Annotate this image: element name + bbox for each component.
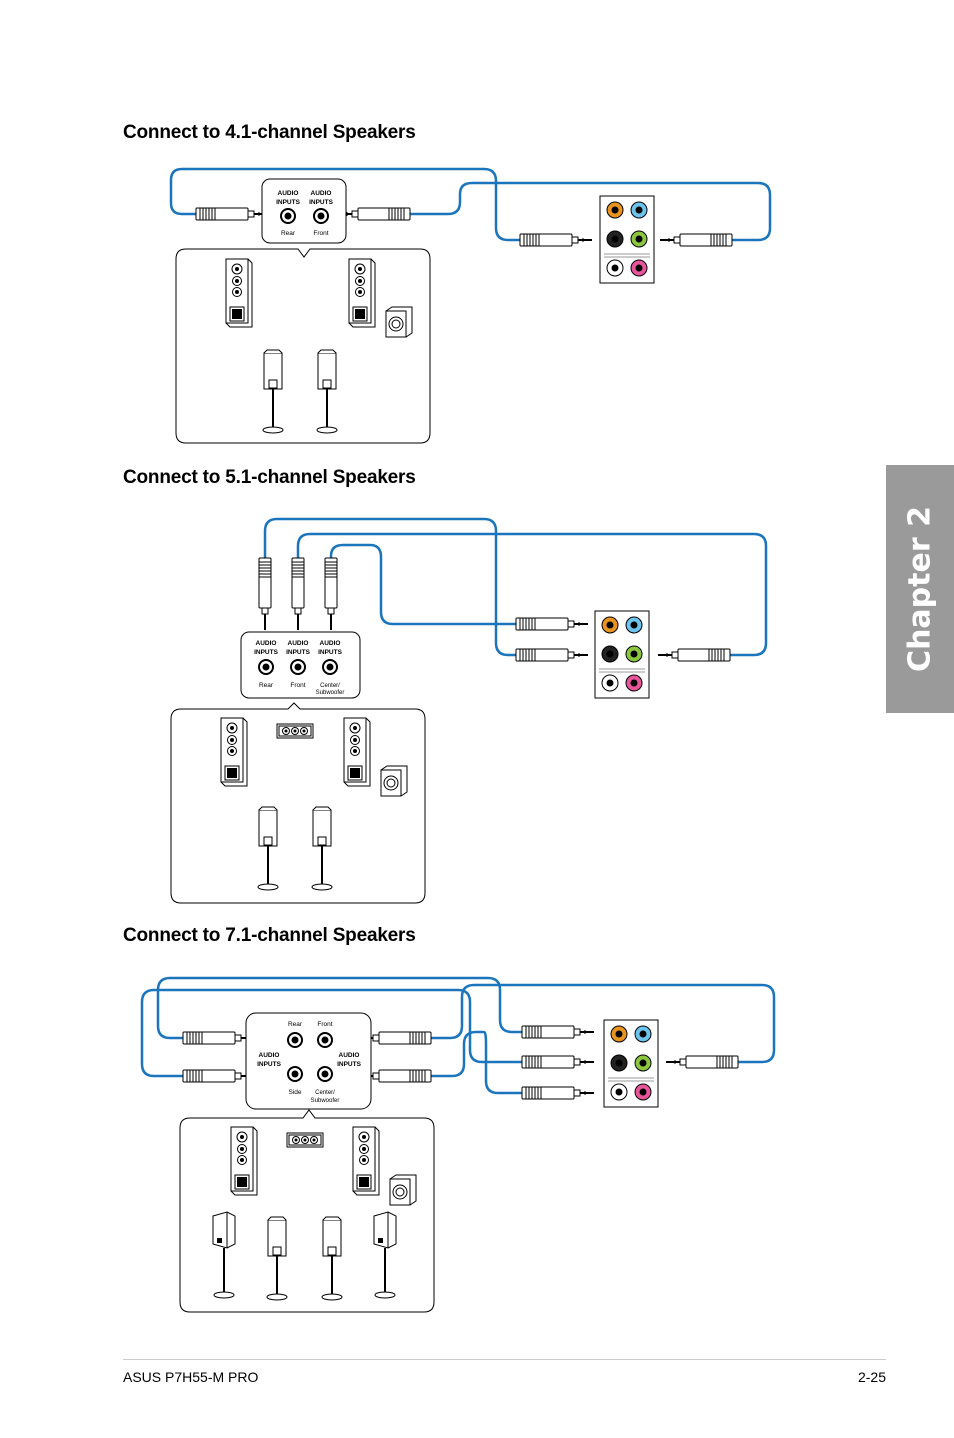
- label-front: Front: [313, 230, 328, 237]
- plug-front: [359, 1031, 432, 1045]
- plug-pc-right: [660, 233, 733, 247]
- heading-7-1-channel: Connect to 7.1-channel Speakers: [123, 925, 416, 946]
- cables: [140, 976, 776, 1095]
- label-inputs: INPUTS: [276, 199, 301, 206]
- plug-front: [338, 207, 411, 221]
- label-audio: AUDIO: [278, 190, 299, 197]
- plug-pc-3: [658, 648, 731, 662]
- label-audio: AUDIO: [288, 640, 309, 647]
- pc-audio-panel: [594, 610, 650, 699]
- label-inputs: INPUTS: [309, 199, 334, 206]
- footer-divider: [123, 1359, 886, 1360]
- plug-center-sub: [324, 557, 338, 630]
- plug-pc-left: [519, 233, 592, 247]
- label-audio: AUDIO: [311, 190, 332, 197]
- audio-inputs-panel: Rear Front AUDIO INPUTS AUDIO INPUTS Sid…: [245, 1012, 372, 1110]
- side-right-speaker: [373, 1211, 397, 1299]
- speaker-room: [175, 248, 431, 444]
- label-inputs: INPUTS: [337, 1061, 362, 1068]
- front-left-speaker: [225, 258, 253, 328]
- label-audio: AUDIO: [320, 640, 341, 647]
- label-audio: AUDIO: [259, 1052, 280, 1059]
- label-front: Front: [317, 1021, 332, 1028]
- label-inputs: INPUTS: [286, 649, 311, 656]
- label-rear: Rear: [259, 682, 274, 689]
- subwoofer: [389, 1174, 417, 1206]
- subwoofer: [380, 765, 408, 797]
- footer-product: ASUS P7H55-M PRO: [123, 1369, 259, 1385]
- front-right-speaker: [343, 717, 371, 787]
- heading-4-1-channel: Connect to 4.1-channel Speakers: [123, 122, 416, 143]
- rear-left-speaker: [262, 349, 284, 434]
- plug-pc-1: [521, 1025, 594, 1039]
- front-left-speaker: [220, 717, 248, 787]
- heading-5-1-channel: Connect to 5.1-channel Speakers: [123, 467, 416, 488]
- label-inputs: INPUTS: [257, 1061, 282, 1068]
- label-side: Side: [288, 1089, 301, 1096]
- plug-side: [182, 1069, 255, 1083]
- label-inputs: INPUTS: [318, 649, 343, 656]
- diagram-5-1-channel: AUDIO INPUTS AUDIO INPUTS AUDIO INPUTS R…: [170, 517, 768, 904]
- footer-page-number: 2-25: [857, 1369, 886, 1385]
- rear-right-speaker: [311, 806, 333, 891]
- front-right-speaker: [352, 1126, 380, 1196]
- center-speaker: [276, 723, 314, 739]
- rear-left-speaker: [266, 1216, 288, 1301]
- label-center: Center/: [320, 683, 340, 689]
- subwoofer: [385, 306, 413, 338]
- pc-audio-panel: [599, 195, 655, 284]
- label-rear: Rear: [288, 1021, 303, 1028]
- plug-rear: [195, 207, 268, 221]
- audio-inputs-panel: AUDIO INPUTS AUDIO INPUTS Rear Front: [261, 178, 347, 244]
- label-subwoofer: Subwoofer: [311, 1098, 340, 1104]
- front-right-speaker: [348, 258, 376, 328]
- cables: [169, 167, 772, 242]
- label-front: Front: [290, 682, 305, 689]
- label-audio: AUDIO: [339, 1052, 360, 1059]
- plug-pc-2: [521, 1055, 594, 1069]
- plug-pc-1: [515, 617, 588, 631]
- plug-pc-3: [521, 1086, 594, 1100]
- label-subwoofer: Subwoofer: [316, 690, 345, 696]
- pc-audio-panel: [603, 1019, 659, 1108]
- plug-pc-4: [666, 1055, 739, 1069]
- rear-right-speaker: [316, 349, 338, 434]
- label-audio: AUDIO: [256, 640, 277, 647]
- side-left-speaker: [212, 1211, 236, 1299]
- diagram-4-1-channel: AUDIO INPUTS AUDIO INPUTS Rear Front: [169, 167, 772, 444]
- front-left-speaker: [230, 1126, 258, 1196]
- center-speaker: [286, 1132, 324, 1148]
- chapter-tab-label: Chapter 2: [902, 506, 938, 672]
- chapter-tab: Chapter 2: [886, 465, 954, 713]
- label-center: Center/: [315, 1090, 335, 1096]
- plug-front: [291, 557, 305, 630]
- diagram-7-1-channel: Rear Front AUDIO INPUTS AUDIO INPUTS Sid…: [140, 976, 776, 1313]
- plug-rear: [182, 1031, 255, 1045]
- plug-rear: [258, 557, 272, 630]
- label-inputs: INPUTS: [254, 649, 279, 656]
- label-rear: Rear: [281, 230, 296, 237]
- plug-pc-2: [515, 648, 588, 662]
- rear-left-speaker: [257, 806, 279, 891]
- rear-right-speaker: [321, 1216, 343, 1301]
- audio-inputs-panel: AUDIO INPUTS AUDIO INPUTS AUDIO INPUTS R…: [240, 631, 361, 699]
- cables: [263, 517, 768, 657]
